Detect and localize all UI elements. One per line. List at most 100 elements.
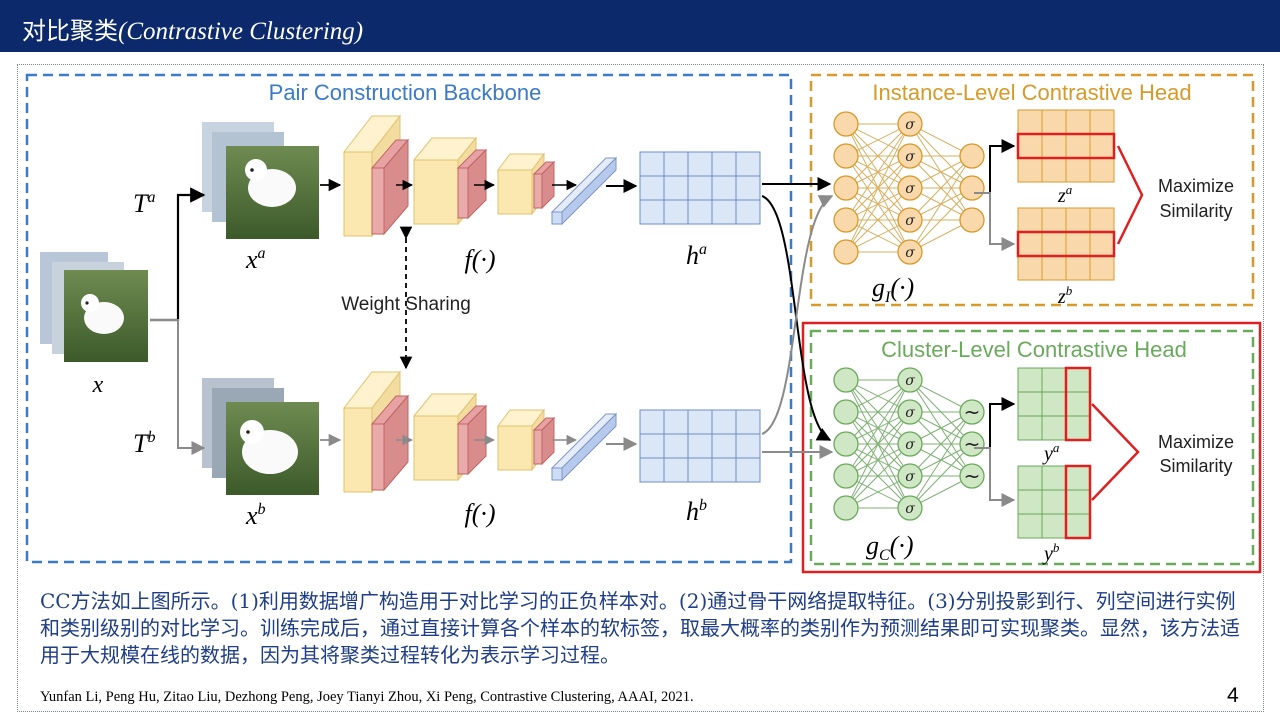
connection — [909, 443, 973, 509]
output-node — [959, 431, 985, 457]
grid-cell — [1017, 207, 1043, 233]
method-description: CC方法如上图所示。(1)利用数据增广构造用于对比学习的正负样本对。(2)通过骨… — [40, 589, 1240, 667]
grid-cell — [711, 199, 737, 225]
sigma-node — [897, 207, 923, 233]
output-node — [959, 143, 985, 169]
grid-cell — [1089, 133, 1115, 159]
sigma-symbol: σ — [905, 213, 915, 229]
sigma-node — [897, 431, 923, 457]
grid-cell — [1017, 489, 1043, 515]
cluster-maximize-label: Maximize — [1158, 432, 1234, 452]
grid-cell — [687, 433, 713, 459]
grid-cell — [639, 175, 665, 201]
sigma-node — [897, 239, 923, 265]
grid-cell — [687, 409, 713, 435]
grid-cell — [1017, 367, 1043, 393]
page-number: 4 — [1227, 684, 1239, 707]
title-en: (Contrastive Clustering) — [118, 18, 364, 45]
sigma-symbol: σ — [905, 405, 915, 421]
grid-cell — [1065, 231, 1091, 257]
grid-cell — [1041, 109, 1067, 135]
sigma-node — [897, 399, 923, 425]
sigma-node — [897, 175, 923, 201]
feature-matrix-hb — [639, 409, 761, 483]
x-label: x — [92, 372, 104, 398]
gI-label: gI(·) — [872, 273, 914, 306]
sigma-symbol: σ — [905, 469, 915, 485]
cluster-similarity-label: Similarity — [1159, 456, 1232, 476]
arrow-hb-to-instance — [761, 195, 834, 435]
backbone-box — [25, 73, 793, 564]
sigma-symbol: σ — [905, 149, 915, 165]
grid-cell — [1065, 513, 1091, 539]
grid-cell — [711, 151, 737, 177]
grid-cell — [663, 457, 689, 483]
grid-cell — [663, 409, 689, 435]
grid-cell — [1065, 465, 1091, 491]
augmented-image-a — [202, 122, 319, 239]
grid-cell — [1041, 513, 1067, 539]
connection — [909, 411, 973, 477]
grid-cell — [1065, 415, 1091, 441]
grid-cell — [1041, 207, 1067, 233]
sigma-symbol: σ — [905, 501, 915, 517]
slide-title: 对比聚类(Contrastive Clustering) — [22, 11, 363, 46]
output-node — [959, 175, 985, 201]
grid-cell — [1041, 157, 1067, 183]
grid-cell — [711, 457, 737, 483]
contrastive-clustering-diagram: Pair Construction Backbone Instance-Leve… — [25, 73, 1262, 574]
grid-cell — [735, 433, 761, 459]
grid-cell — [1041, 367, 1067, 393]
grid-cell — [1065, 489, 1091, 515]
grid-cell — [687, 151, 713, 177]
arrow-x-to-xb — [150, 319, 206, 455]
grid-cell — [1065, 157, 1091, 183]
grid-cell — [1065, 109, 1091, 135]
sigma-node — [897, 495, 923, 521]
cluster-head-box — [809, 329, 1255, 566]
grid-cell — [735, 457, 761, 483]
feature-matrix-ha — [639, 151, 761, 225]
grid-cell — [663, 433, 689, 459]
augmented-image-b — [202, 378, 319, 495]
connection — [845, 411, 911, 509]
grid-cell — [639, 199, 665, 225]
grid-cell — [735, 199, 761, 225]
softmax-symbol: ~ — [964, 400, 981, 424]
content-frame — [17, 64, 1264, 712]
connection — [909, 155, 973, 221]
backbone-label: Pair Construction Backbone — [269, 80, 542, 105]
grid-cell — [639, 457, 665, 483]
grid-cell — [1041, 133, 1067, 159]
connection — [845, 123, 911, 189]
grid-cell — [639, 433, 665, 459]
connection — [845, 379, 911, 477]
highlight-row — [1016, 230, 1116, 258]
connection — [845, 155, 911, 253]
grid-cell — [1089, 231, 1115, 257]
sigma-node — [897, 463, 923, 489]
input-node — [833, 143, 859, 169]
sigma-symbol: σ — [905, 245, 915, 261]
softmax-symbol: ~ — [964, 432, 981, 456]
title-bar: 对比聚类(Contrastive Clustering) — [0, 0, 1280, 52]
grid-cell — [639, 151, 665, 177]
grid-cell — [1017, 109, 1043, 135]
grid-cell — [663, 199, 689, 225]
ha-label: ha — [686, 241, 707, 270]
grid-cell — [1089, 207, 1115, 233]
grid-cell — [687, 199, 713, 225]
softmax-symbol: ~ — [964, 464, 981, 488]
Tb-label: Tb — [133, 429, 155, 458]
hb-label: hb — [686, 497, 707, 526]
grid-cell — [1041, 231, 1067, 257]
grid-cell — [735, 409, 761, 435]
connection — [845, 379, 911, 509]
citation: Yunfan Li, Peng Hu, Zitao Liu, Dezhong P… — [40, 689, 694, 705]
gC-label: gC(·) — [866, 531, 914, 564]
output-node — [959, 399, 985, 425]
grid-cell — [711, 175, 737, 201]
grid-cell — [639, 409, 665, 435]
xb-label: xb — [245, 501, 266, 530]
